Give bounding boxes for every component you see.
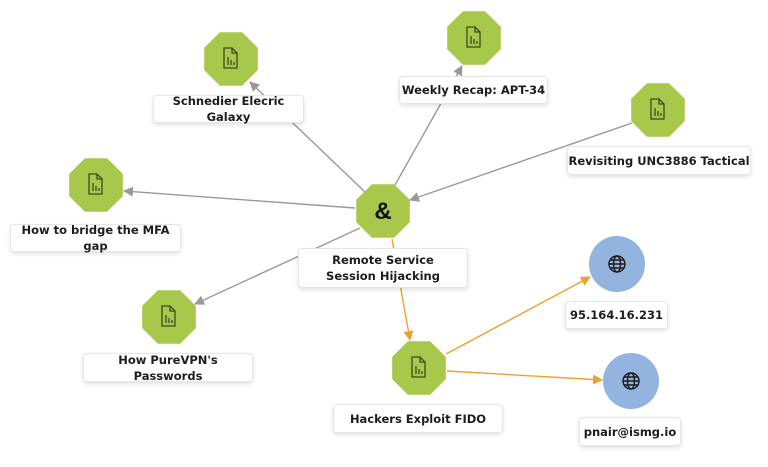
document-chart-icon [223,47,238,69]
report-node-schnedier-elecric-galaxy[interactable] [202,30,260,92]
edge-fido-email [446,370,603,385]
document-chart-icon [411,356,426,378]
document-chart-icon [88,173,103,195]
center-label-line1: Remote Service [332,253,434,267]
report-node-weekly-recap-apt-34[interactable] [445,9,503,71]
indicator-node-pnair-ismg-io[interactable] [602,352,660,414]
edge-center-purevpn [194,227,361,305]
technique-node-center[interactable]: & [354,182,412,244]
center-label-line2: Session Hijacking [326,269,440,283]
node-label[interactable]: How to bridge the MFA gap [10,223,181,253]
edge-revisiting-center [409,122,633,202]
document-chart-icon [161,305,176,327]
node-label[interactable]: 95.164.16.231 [565,301,668,329]
node-label[interactable]: Hackers Exploit FIDO [333,404,503,433]
globe-icon [608,255,626,273]
node-label[interactable]: How PureVPN's Passwords [83,353,253,383]
report-node-hackers-exploit-fido[interactable] [390,339,448,401]
node-label[interactable]: pnair@ismg.io [579,417,681,446]
edge-fido-ip [445,276,591,355]
report-node-revisiting-unc3886-tactical[interactable] [629,81,687,143]
document-chart-icon [466,26,481,48]
indicator-node-95-164-16-231[interactable] [588,235,646,297]
globe-icon [622,372,640,390]
node-label[interactable]: Weekly Recap: APT-34 [399,76,548,104]
report-node-how-to-bridge-the-mfa-gap[interactable] [67,156,125,218]
document-chart-icon [650,98,665,120]
node-label[interactable]: Schnedier Elecric Galaxy [153,94,304,124]
node-label[interactable]: Revisiting UNC3886 Tactical [567,146,751,175]
ampersand-icon: & [374,198,391,225]
edge-center-bridge [123,186,356,209]
report-node-how-purevpn-s-passwords[interactable] [140,288,198,350]
